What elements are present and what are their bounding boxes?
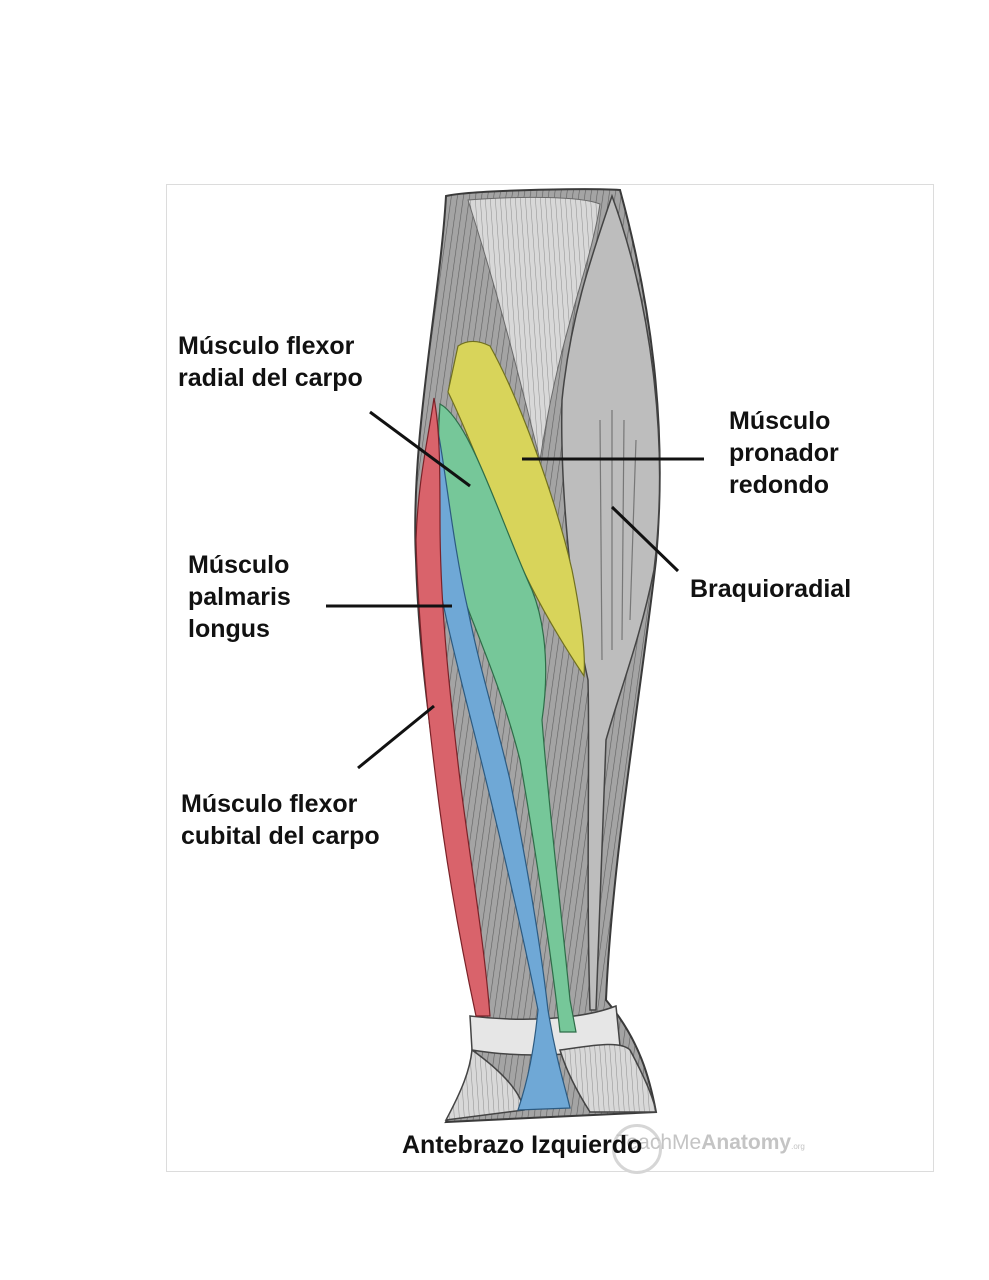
label-brachioradialis: Braquioradial <box>690 575 852 603</box>
leader-line-fcu <box>357 704 435 770</box>
watermark: TeachMeAnatomy.org <box>616 1131 805 1155</box>
watermark-prefix: Teach <box>616 1131 673 1154</box>
brachioradialis-muscle <box>561 193 661 1011</box>
label-flexor-carpi-radialis: Músculo flexor radial del carpo <box>178 332 363 392</box>
palmaris-longus-muscle <box>429 419 571 1111</box>
brachioradialis-fibers <box>599 410 637 661</box>
watermark-suffix: .org <box>791 1142 805 1151</box>
upper-tendon-region <box>467 196 601 461</box>
flexor-carpi-ulnaris-muscle <box>415 397 491 1017</box>
watermark-logo-icon <box>612 1124 662 1174</box>
leader-line-brachioradialis <box>610 505 680 573</box>
figure-caption: Antebrazo Izquierdo <box>402 1131 643 1159</box>
watermark-bold: Anatomy <box>701 1131 792 1154</box>
label-pronator-teres: Músculo pronador redondo <box>729 407 839 499</box>
label-palmaris-longus: Músculo palmaris longus <box>188 551 291 643</box>
leader-line-fcr <box>369 410 471 488</box>
label-flexor-carpi-ulnaris: Músculo flexor cubital del carpo <box>181 790 380 850</box>
watermark-middle: Me <box>672 1131 702 1154</box>
